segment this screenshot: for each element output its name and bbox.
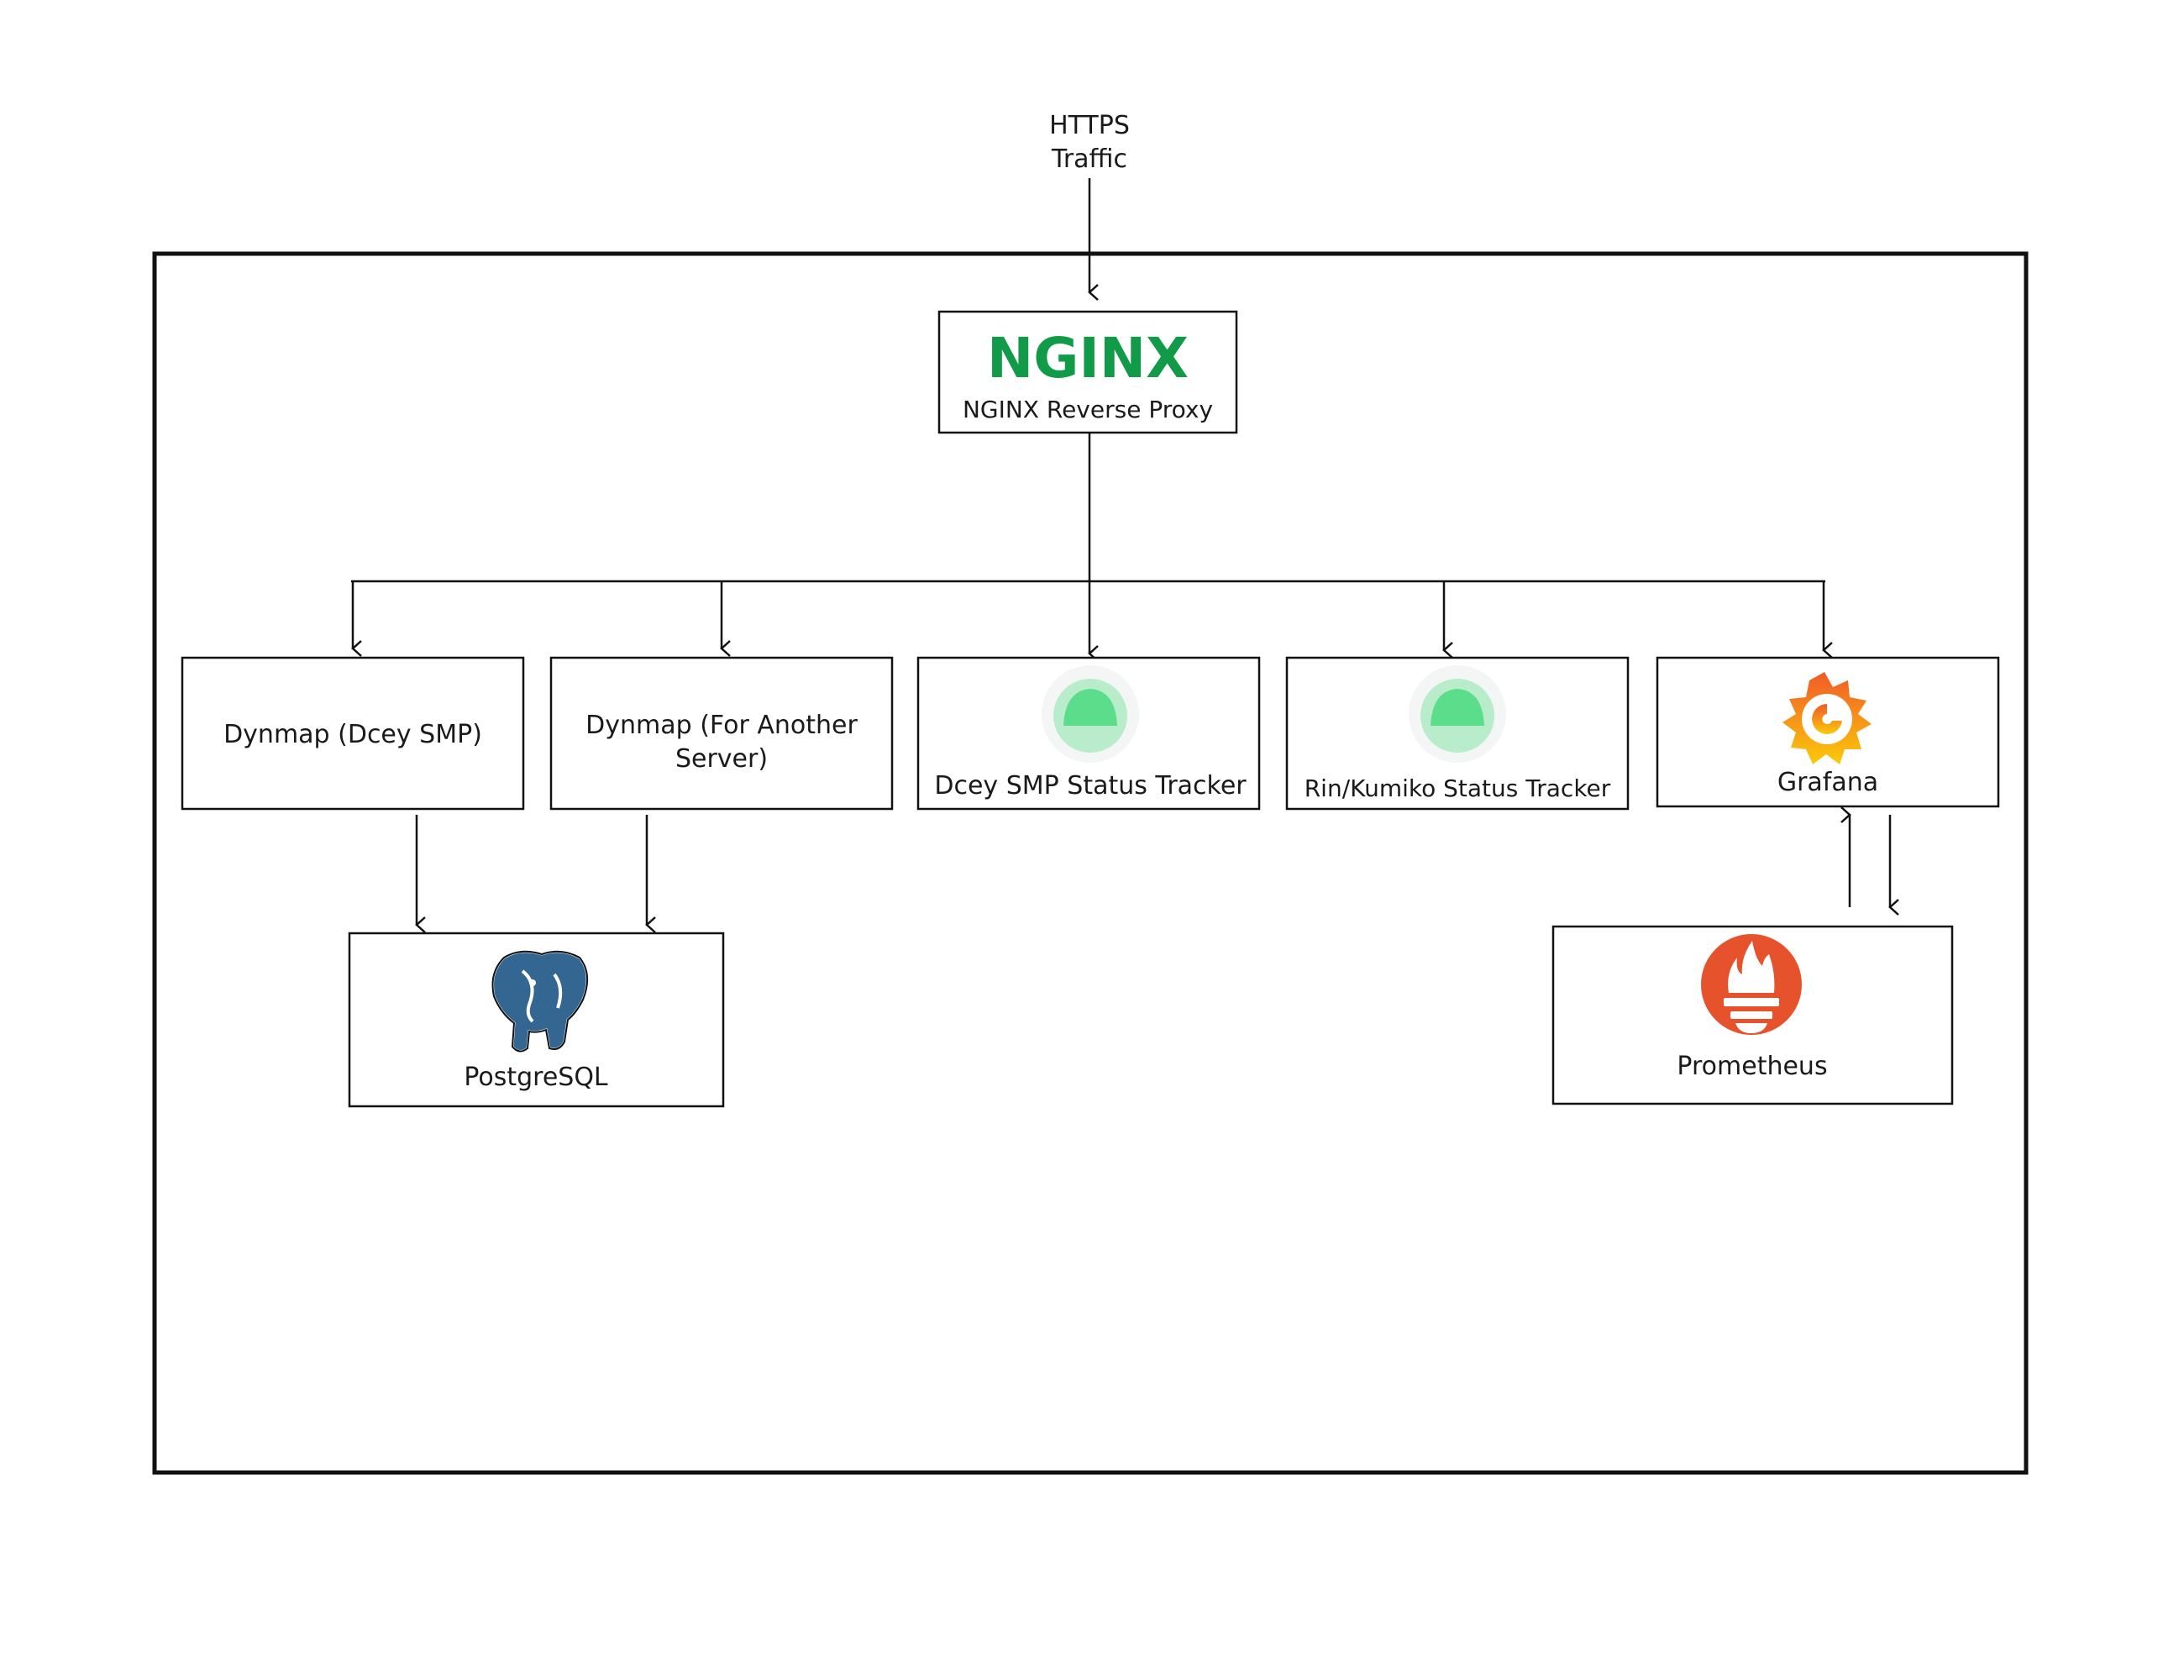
incoming-traffic-label-line2: Traffic	[1051, 144, 1127, 174]
dynmap-dcey-label: Dynmap (Dcey SMP)	[223, 720, 482, 749]
node-dcey-status[interactable]: Dcey SMP Status Tracker	[916, 656, 1261, 811]
node-prometheus[interactable]: Prometheus	[1551, 925, 1954, 1105]
dynmap-other-label-line1: Dynmap (For Another	[585, 711, 858, 740]
grafana-icon	[1782, 672, 1872, 764]
node-grafana[interactable]: Grafana	[1656, 656, 2000, 808]
grafana-label: Grafana	[1777, 768, 1878, 797]
node-rin-status[interactable]: Rin/Kumiko Status Tracker	[1285, 656, 1630, 811]
dynmap-other-label-line2: Server)	[675, 744, 768, 774]
node-postgresql[interactable]: PostgreSQL	[348, 932, 725, 1108]
prometheus-flame-icon	[1701, 934, 1802, 1035]
uptime-kuma-icon	[1042, 665, 1139, 763]
nginx-label: NGINX Reverse Proxy	[963, 396, 1213, 423]
incoming-traffic-label-line1: HTTPS	[1049, 111, 1130, 140]
uptime-kuma-icon	[1409, 665, 1506, 763]
postgresql-label: PostgreSQL	[464, 1063, 608, 1092]
nginx-logo: NGINX	[987, 326, 1189, 391]
prometheus-label: Prometheus	[1677, 1052, 1827, 1081]
node-dynmap-other[interactable]: Dynmap (For Another Server)	[549, 656, 894, 811]
rin-status-label: Rin/Kumiko Status Tracker	[1305, 774, 1611, 802]
postgresql-elephant-icon	[491, 950, 589, 1053]
dcey-status-label: Dcey SMP Status Tracker	[934, 771, 1247, 801]
node-dynmap-dcey[interactable]: Dynmap (Dcey SMP)	[181, 656, 525, 811]
node-nginx[interactable]: NGINX NGINX Reverse Proxy	[937, 310, 1238, 434]
